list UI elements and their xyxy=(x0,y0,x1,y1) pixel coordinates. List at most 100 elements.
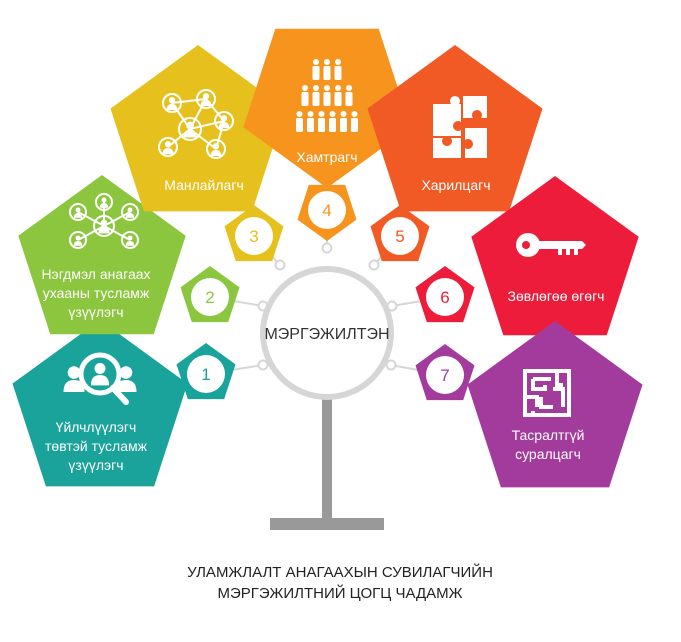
role-number: 2 xyxy=(205,288,214,307)
person-head xyxy=(202,93,210,100)
role-petal xyxy=(110,45,286,212)
role-petal xyxy=(367,45,543,212)
person-body xyxy=(183,130,197,138)
person-body xyxy=(90,375,110,386)
maze-wall xyxy=(531,379,543,391)
role-petal xyxy=(18,175,186,335)
role-label: Үйлчлүүлэгч xyxy=(56,419,137,435)
lens-handle xyxy=(110,385,129,405)
role-number: 7 xyxy=(440,366,449,385)
role-number: 6 xyxy=(440,288,449,307)
network-node xyxy=(214,111,234,131)
maze-wall xyxy=(539,397,553,409)
number-circle xyxy=(187,355,225,393)
person-head xyxy=(313,59,319,65)
stem-post xyxy=(322,390,332,522)
person-body xyxy=(99,203,109,208)
role-number: 3 xyxy=(249,227,258,246)
person-head xyxy=(313,85,319,91)
puzzle-piece xyxy=(433,138,461,158)
key-blade xyxy=(538,241,586,255)
person-body xyxy=(345,92,353,106)
connected-people-icon xyxy=(158,89,234,159)
number-circle xyxy=(235,217,273,255)
network-link xyxy=(103,211,131,227)
number-circle xyxy=(191,278,229,316)
role-7: Тасралтгүй суралцагч xyxy=(467,321,643,488)
stem-base xyxy=(270,518,384,530)
person-head xyxy=(119,366,133,379)
puzzle-piece xyxy=(465,128,487,158)
person-head xyxy=(186,121,194,130)
network-link xyxy=(103,225,131,241)
role-label: Зөвлөгөө өгөгч xyxy=(508,288,605,304)
network-link xyxy=(189,120,225,130)
role-1: Үйлчлүүлэгч төвтэй тусламж үзүүлэгч xyxy=(12,320,188,487)
network-node xyxy=(158,137,178,157)
connector-dot xyxy=(274,259,286,271)
network-node xyxy=(196,89,216,109)
puzzle-piece xyxy=(463,96,487,118)
connector-dot xyxy=(368,259,380,271)
role-label: ухааны тусламж xyxy=(43,285,150,301)
person-head xyxy=(67,366,81,379)
center-label: МЭРГЭЖИЛТЭН xyxy=(264,326,389,343)
person-head xyxy=(324,59,330,65)
person-head xyxy=(100,219,108,227)
network-people-icon xyxy=(69,193,139,249)
number-circle xyxy=(426,278,464,316)
network-node xyxy=(95,193,113,211)
center-circle xyxy=(260,266,394,400)
person-body xyxy=(115,380,137,392)
maze-icon xyxy=(523,369,571,417)
network-link xyxy=(77,225,105,241)
user-search-icon xyxy=(63,352,137,405)
person-body xyxy=(162,148,174,154)
maze-wall xyxy=(555,371,563,387)
person-body xyxy=(351,118,358,132)
network-node xyxy=(206,139,226,159)
person-head xyxy=(296,111,303,117)
person-body xyxy=(307,118,314,132)
network-link xyxy=(77,211,105,227)
role-label: үзүүлэгч xyxy=(68,457,123,473)
person-body xyxy=(334,66,342,80)
person-body xyxy=(125,213,135,218)
network-link xyxy=(171,98,207,104)
person-head xyxy=(346,85,352,91)
person-body xyxy=(318,118,325,132)
role-3: Манлайлагч xyxy=(110,45,286,212)
person-body xyxy=(334,92,342,106)
puzzle-piece xyxy=(433,96,461,136)
role-label: үзүүлэгч xyxy=(68,304,123,320)
network-node xyxy=(121,231,139,249)
maze-wall xyxy=(553,387,565,407)
number-circle xyxy=(426,356,464,394)
person-body xyxy=(210,150,222,156)
person-head xyxy=(127,207,133,213)
maze-border xyxy=(523,369,571,417)
role-label: төвтэй тусламж xyxy=(45,438,148,454)
role-petal xyxy=(467,321,643,488)
person-body xyxy=(200,100,212,106)
person-head xyxy=(329,111,336,117)
person-body xyxy=(218,122,230,128)
network-node xyxy=(178,117,202,141)
role-petal xyxy=(243,28,411,188)
network-node xyxy=(69,203,87,221)
person-body xyxy=(329,118,336,132)
network-node xyxy=(69,231,87,249)
person-head xyxy=(302,85,308,91)
person-body xyxy=(73,213,83,218)
person-body xyxy=(98,227,110,234)
network-node xyxy=(121,203,139,221)
role-label: суралцагч xyxy=(515,446,581,462)
role-label: Тасралтгүй xyxy=(512,427,585,443)
lens-ring xyxy=(78,352,122,396)
person-head xyxy=(318,111,325,117)
caption-line-1: УЛАМЖЛАЛТ АНАГААХЫН СУВИЛАГЧИЙН xyxy=(187,563,493,581)
group-people-icon xyxy=(296,59,358,132)
role-number: 1 xyxy=(201,365,210,384)
role-6: Зөвлөгөө өгөгч xyxy=(471,176,639,336)
